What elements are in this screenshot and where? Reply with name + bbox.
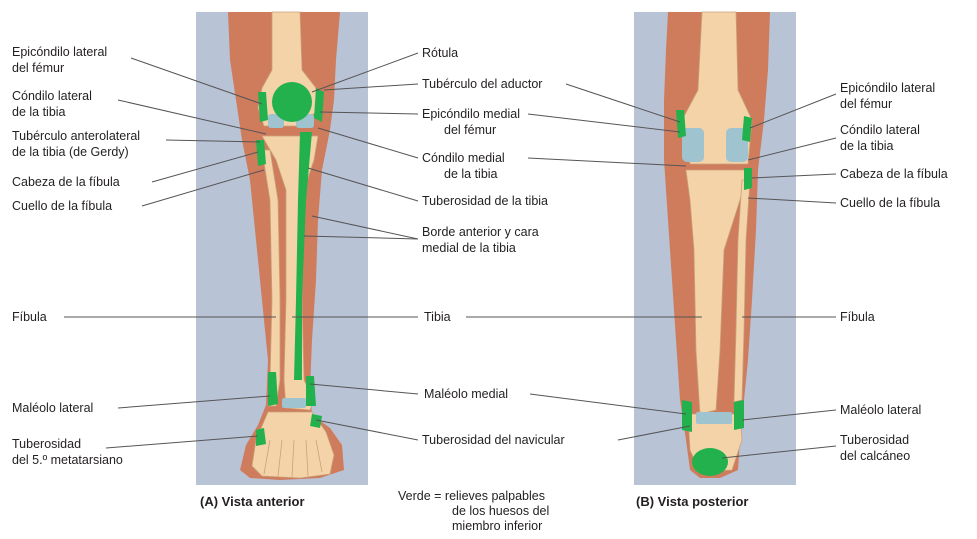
label-tuberculo-aductor: Tubérculo del aductor (422, 77, 542, 91)
left-labels: Epicóndilo lateral del fémur Cóndilo late… (12, 45, 140, 467)
label-epicondilo-lateral-femur-a-l1: Epicóndilo lateral (12, 45, 107, 59)
label-tuberosidad-navicular: Tuberosidad del navicular (422, 433, 565, 447)
label-maleolo-medial: Maléolo medial (424, 387, 508, 401)
label-borde-anterior-l2: medial de la tibia (422, 241, 516, 255)
label-tuberosidad-metatarsiano-l1: Tuberosidad (12, 437, 81, 451)
label-condilo-medial-l2: de la tibia (444, 167, 498, 181)
label-tuberosidad-calcaneo-l1: Tuberosidad (840, 433, 909, 447)
label-tuberosidad-calcaneo-l2: del calcáneo (840, 449, 910, 463)
label-borde-anterior-l1: Borde anterior y cara (422, 225, 539, 239)
label-rotula: Rótula (422, 46, 458, 60)
label-epicondilo-medial-l1: Epicóndilo medial (422, 107, 520, 121)
panel-posterior: (B) Vista posterior (634, 12, 796, 509)
legend-line-2: de los huesos del (452, 504, 549, 518)
label-cuello-fibula-b: Cuello de la fíbula (840, 196, 940, 210)
label-epicondilo-lateral-femur-b-l1: Epicóndilo lateral (840, 81, 935, 95)
legend-line-1: Verde = relieves palpables (398, 489, 545, 503)
calcaneus-green (692, 448, 728, 476)
label-tuberculo-gerdy-l1: Tubérculo anterolateral (12, 129, 140, 143)
label-tuberculo-gerdy-l2: de la tibia (de Gerdy) (12, 145, 129, 159)
label-tuberosidad-tibia: Tuberosidad de la tibia (422, 194, 548, 208)
label-tibia: Tibia (424, 310, 451, 324)
fibula-head-green-b (744, 168, 752, 190)
label-cabeza-fibula-b: Cabeza de la fíbula (840, 167, 948, 181)
panel-anterior: (A) Vista anterior (196, 12, 368, 509)
label-maleolo-lateral-b: Maléolo lateral (840, 403, 921, 417)
label-cuello-fibula-a: Cuello de la fíbula (12, 199, 112, 213)
label-condilo-lateral-tibia-a-l2: de la tibia (12, 105, 66, 119)
label-epicondilo-medial-l2: del fémur (444, 123, 496, 137)
ankle-cartilage-a (282, 398, 306, 408)
label-condilo-lateral-tibia-b-l1: Cóndilo lateral (840, 123, 920, 137)
lateral-malleolus-green-b (734, 400, 744, 430)
legend-line-3: miembro inferior (452, 519, 542, 533)
label-fibula-a: Fíbula (12, 310, 47, 324)
label-condilo-lateral-tibia-b-l2: de la tibia (840, 139, 894, 153)
center-labels: Rótula Tubérculo del aductor Epicóndilo … (422, 46, 565, 447)
label-epicondilo-lateral-femur-b-l2: del fémur (840, 97, 892, 111)
label-fibula-b: Fíbula (840, 310, 875, 324)
label-epicondilo-lateral-femur-a-l2: del fémur (12, 61, 64, 75)
caption-vista-posterior: (B) Vista posterior (636, 494, 748, 509)
label-condilo-lateral-tibia-a-l1: Cóndilo lateral (12, 89, 92, 103)
label-cabeza-fibula-a: Cabeza de la fíbula (12, 175, 120, 189)
caption-vista-anterior: (A) Vista anterior (200, 494, 305, 509)
label-tuberosidad-metatarsiano-l2: del 5.º metatarsiano (12, 453, 123, 467)
label-maleolo-lateral-a: Maléolo lateral (12, 401, 93, 415)
right-labels: Epicóndilo lateral del fémur Cóndilo late… (840, 81, 948, 463)
patella-green (272, 82, 312, 122)
ankle-cartilage-b (696, 412, 732, 424)
label-condilo-medial-l1: Cóndilo medial (422, 151, 505, 165)
